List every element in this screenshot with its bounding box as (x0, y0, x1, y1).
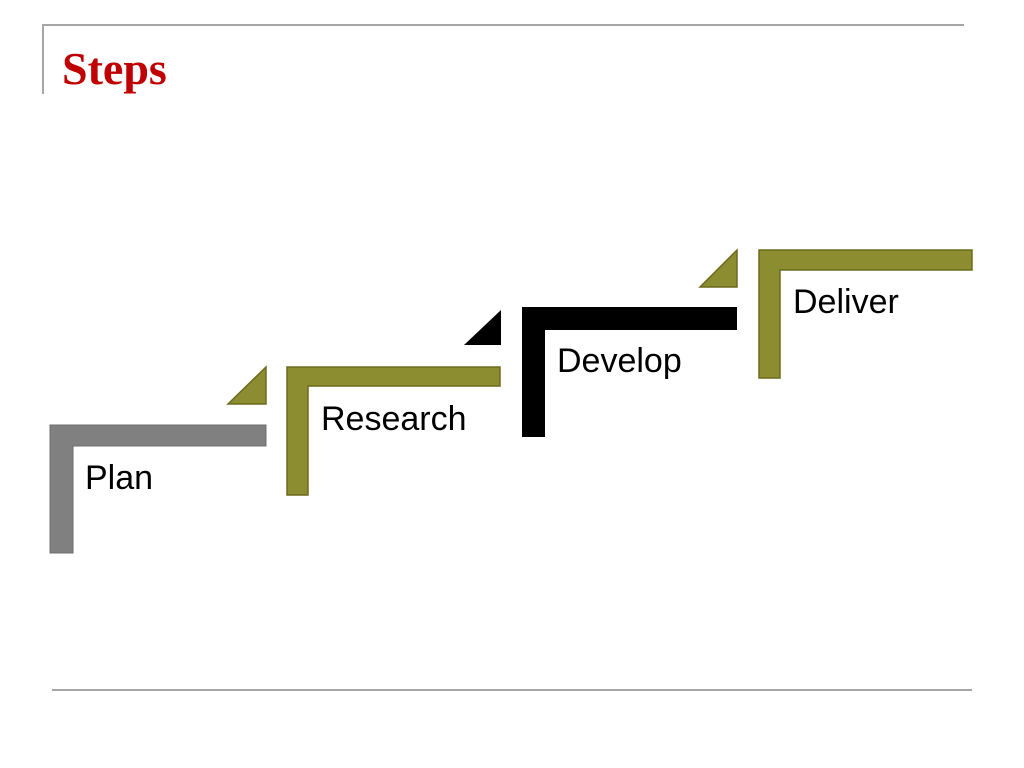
step-plan-shape (49, 424, 267, 554)
step-research-label: Research (321, 400, 467, 438)
step-research-bracket (226, 365, 501, 496)
step-research-shape (286, 366, 501, 496)
slide-frame-bottom-rule (52, 689, 972, 691)
step-deliver-label: Deliver (793, 283, 899, 321)
step-develop-label: Develop (557, 342, 682, 380)
step-develop-bracket (464, 307, 737, 437)
slide-frame-top-rule (42, 24, 964, 26)
step-deliver-shape (758, 249, 973, 379)
step-plan-bracket (49, 424, 267, 554)
slide-title: Steps (62, 43, 167, 94)
step-deliver-arrow-icon (698, 248, 738, 288)
step-develop-shape (522, 307, 737, 437)
step-research-arrow-icon (226, 365, 267, 405)
slide-frame-left-rule (42, 24, 44, 94)
step-develop-arrow-icon (464, 310, 501, 345)
step-deliver-bracket (698, 248, 973, 379)
step-plan-label: Plan (85, 459, 154, 497)
